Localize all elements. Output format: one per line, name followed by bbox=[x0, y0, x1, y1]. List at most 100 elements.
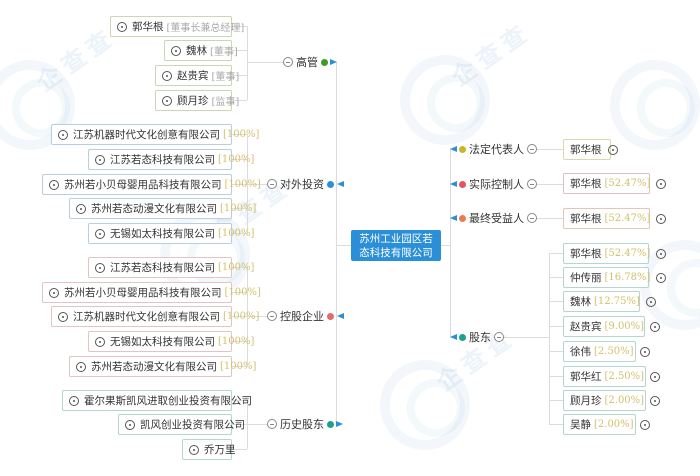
shareholder-node[interactable]: 郭华红 [2.50%] bbox=[563, 366, 661, 387]
category-shareholders[interactable]: 股东 bbox=[450, 330, 504, 344]
expand-icon[interactable] bbox=[95, 154, 105, 165]
percent-label: [2.50%] bbox=[594, 346, 634, 357]
expand-icon[interactable] bbox=[49, 287, 59, 298]
percent-label: [100%] bbox=[218, 336, 255, 347]
category-label: 股东 bbox=[469, 331, 491, 344]
shareholder-name: 郭华红 bbox=[570, 371, 602, 383]
expand-icon[interactable] bbox=[125, 419, 135, 430]
connector-line bbox=[232, 316, 247, 317]
expand-icon[interactable] bbox=[171, 45, 181, 56]
shareholder-node[interactable]: 赵贵宾 [9.00%] bbox=[563, 316, 661, 337]
holding-node[interactable]: 无锡如太科技有限公司 [100%] bbox=[88, 331, 254, 352]
investment-node[interactable]: 无锡如太科技有限公司 [100%] bbox=[88, 223, 254, 244]
flag-icon bbox=[450, 215, 457, 221]
category-actual-controller[interactable]: 实际控制人 bbox=[450, 177, 537, 191]
company-name: 无锡如太科技有限公司 bbox=[110, 336, 215, 348]
percent-label: [52.47%] bbox=[604, 213, 651, 224]
connector-line bbox=[232, 424, 247, 425]
shareholder-node[interactable]: 顾月珍 [2.00%] bbox=[563, 390, 661, 411]
connector-line bbox=[232, 50, 247, 51]
category-label: 实际控制人 bbox=[469, 178, 524, 191]
category-holdings[interactable]: 控股企业 bbox=[267, 309, 346, 323]
expand-icon[interactable] bbox=[58, 129, 68, 140]
shareholder-node[interactable]: 仲传丽 [16.78%] bbox=[563, 267, 667, 288]
collapse-icon[interactable] bbox=[267, 179, 277, 189]
expand-icon[interactable] bbox=[656, 272, 667, 283]
expand-icon[interactable] bbox=[639, 419, 650, 430]
expand-icon[interactable] bbox=[607, 144, 618, 155]
holding-node[interactable]: 江苏若态科技有限公司 [100%] bbox=[88, 257, 254, 278]
history-shareholder-node[interactable]: 霍尔果斯凯风进取创业投资有限公司 bbox=[62, 390, 252, 411]
holding-node[interactable]: 苏州若小贝母婴用品科技有限公司 [100%] bbox=[42, 282, 261, 303]
expand-icon[interactable] bbox=[656, 213, 667, 224]
expand-icon[interactable] bbox=[49, 179, 59, 190]
holding-node[interactable]: 江苏机器时代文化创意有限公司 [100%] bbox=[51, 306, 259, 327]
percent-label: [100%] bbox=[218, 262, 255, 273]
expand-icon[interactable] bbox=[95, 228, 105, 239]
history-shareholder-node[interactable]: 凯风创业投资有限公司 bbox=[118, 414, 245, 435]
shareholder-node[interactable]: 徐伟 [2.50%] bbox=[563, 341, 650, 362]
expand-icon[interactable] bbox=[95, 336, 105, 347]
dot-icon bbox=[327, 420, 334, 428]
shareholder-node[interactable]: 吴静 [2.00%] bbox=[563, 414, 650, 435]
dot-icon bbox=[327, 180, 334, 188]
expand-icon[interactable] bbox=[69, 395, 79, 406]
collapse-icon[interactable] bbox=[527, 179, 537, 189]
expand-icon[interactable] bbox=[645, 296, 656, 307]
ultimate-beneficiary-node[interactable]: 郭华根 [52.47%] bbox=[563, 208, 667, 229]
actual-controller-node[interactable]: 郭华根 [52.47%] bbox=[563, 173, 667, 194]
shareholder-name: 吴静 bbox=[570, 419, 591, 431]
connector-line bbox=[247, 424, 267, 425]
legal-rep-node[interactable]: 郭华根 bbox=[563, 139, 618, 160]
expand-icon[interactable] bbox=[95, 262, 105, 273]
expand-icon[interactable] bbox=[162, 95, 172, 106]
category-investments[interactable]: 对外投资 bbox=[267, 177, 346, 191]
collapse-icon[interactable] bbox=[267, 419, 277, 429]
history-shareholder-node[interactable]: 乔万里 bbox=[182, 439, 236, 460]
shareholder-node[interactable]: 魏林 [12.75%] bbox=[563, 291, 656, 312]
collapse-icon[interactable] bbox=[267, 311, 277, 321]
executive-node[interactable]: 赵贵宾 [董事] bbox=[155, 65, 239, 86]
investment-node[interactable]: 苏州若小贝母婴用品科技有限公司 [100%] bbox=[42, 174, 261, 195]
category-legal-representative[interactable]: 法定代表人 bbox=[450, 142, 537, 156]
executive-node[interactable]: 顾月珍 [监事] bbox=[155, 90, 239, 111]
percent-label: [100%] bbox=[223, 129, 260, 140]
investment-node[interactable]: 江苏若态科技有限公司 [100%] bbox=[88, 149, 254, 170]
dot-icon bbox=[459, 214, 466, 222]
connector-line bbox=[549, 253, 563, 254]
executive-node[interactable]: 魏林 [董事] bbox=[164, 40, 238, 61]
expand-icon[interactable] bbox=[650, 371, 661, 382]
flag-icon bbox=[450, 181, 457, 187]
connector-line bbox=[549, 277, 563, 278]
expand-icon[interactable] bbox=[656, 248, 667, 259]
expand-icon[interactable] bbox=[76, 361, 86, 372]
executive-node[interactable]: 郭华根 [董事长兼总经理] bbox=[110, 16, 244, 37]
connector-line bbox=[232, 100, 247, 101]
expand-icon[interactable] bbox=[162, 70, 172, 81]
investment-node[interactable]: 江苏机器时代文化创意有限公司 [100%] bbox=[51, 124, 259, 145]
percent-label: [2.00%] bbox=[594, 419, 634, 430]
expand-icon[interactable] bbox=[639, 346, 650, 357]
collapse-icon[interactable] bbox=[527, 213, 537, 223]
collapse-icon[interactable] bbox=[494, 332, 504, 342]
expand-icon[interactable] bbox=[76, 203, 86, 214]
expand-icon[interactable] bbox=[650, 395, 661, 406]
shareholder-node[interactable]: 郭华根 [52.47%] bbox=[563, 243, 667, 264]
category-executives[interactable]: 高管 bbox=[283, 55, 337, 69]
collapse-icon[interactable] bbox=[283, 57, 293, 67]
connector-line bbox=[441, 245, 451, 246]
expand-icon[interactable] bbox=[650, 321, 661, 332]
percent-label: [2.50%] bbox=[604, 371, 645, 382]
company-name: 江苏若态科技有限公司 bbox=[110, 154, 215, 166]
investment-node[interactable]: 苏州若态动漫文化有限公司 [100%] bbox=[69, 198, 256, 219]
category-label: 控股企业 bbox=[280, 310, 324, 323]
category-ultimate-beneficiary[interactable]: 最终受益人 bbox=[450, 211, 537, 225]
category-history-shareholders[interactable]: 历史股东 bbox=[267, 417, 343, 431]
root-company-node[interactable]: 苏州工业园区若态科技有限公司 bbox=[351, 230, 441, 261]
expand-icon[interactable] bbox=[117, 21, 127, 32]
holding-node[interactable]: 苏州若态动漫文化有限公司 [100%] bbox=[69, 356, 256, 377]
expand-icon[interactable] bbox=[58, 311, 68, 322]
expand-icon[interactable] bbox=[189, 444, 199, 455]
expand-icon[interactable] bbox=[656, 178, 667, 189]
collapse-icon[interactable] bbox=[527, 144, 537, 154]
